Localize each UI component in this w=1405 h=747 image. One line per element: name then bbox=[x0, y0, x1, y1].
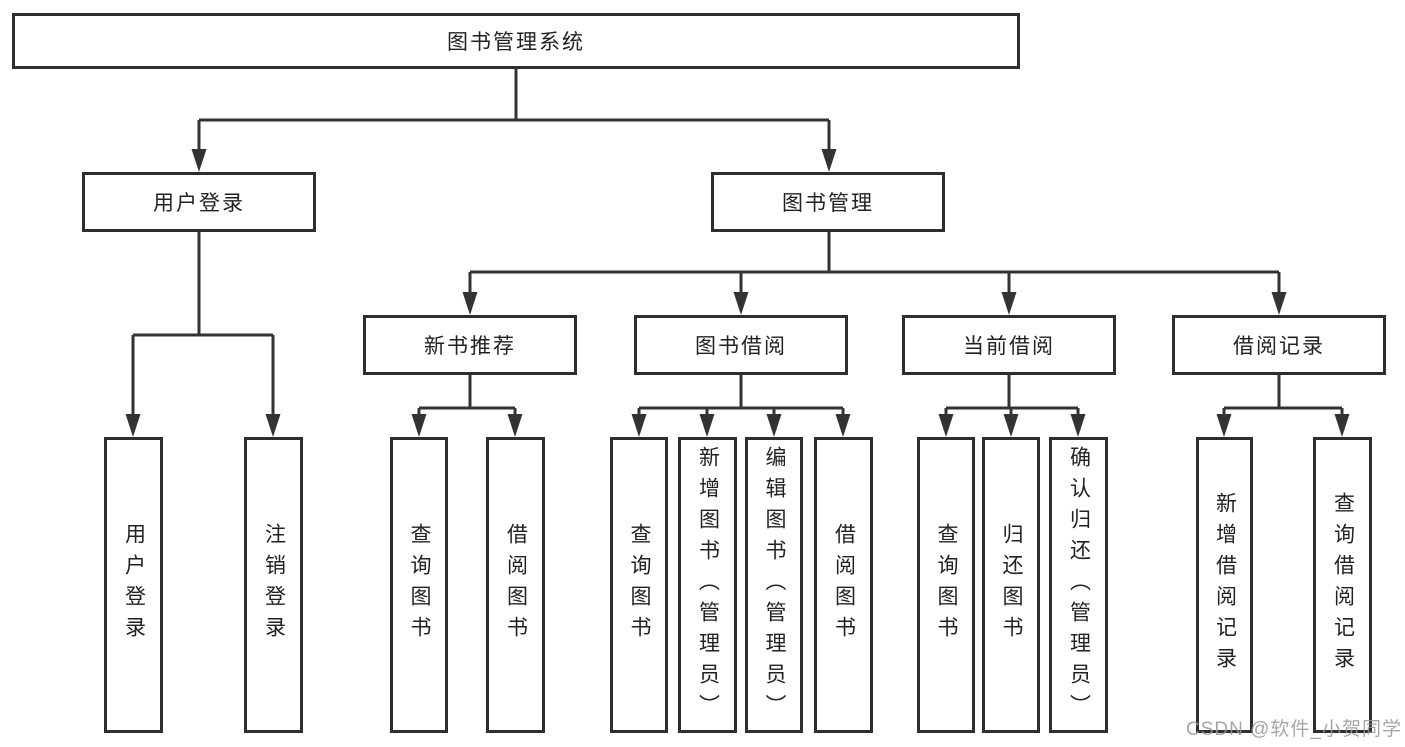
node-label: 新增借阅记录 bbox=[1213, 492, 1237, 678]
node-library-management-system: 图书管理系统 bbox=[12, 13, 1020, 69]
node-label: 新增图书（管理员） bbox=[696, 445, 720, 725]
node-borrow-records: 借阅记录 bbox=[1172, 315, 1386, 375]
node-leaf-borrow-books-recommend: 借阅图书 bbox=[486, 437, 545, 733]
node-label: 图书管理系统 bbox=[447, 31, 585, 54]
node-book-management: 图书管理 bbox=[711, 172, 945, 232]
node-label: 用户登录 bbox=[122, 523, 146, 647]
node-leaf-query-books-borrow: 查询图书 bbox=[610, 437, 668, 733]
node-leaf-return-books: 归还图书 bbox=[982, 437, 1040, 733]
node-new-book-recommend: 新书推荐 bbox=[363, 315, 577, 375]
node-leaf-user-login: 用户登录 bbox=[104, 437, 163, 733]
node-label: 归还图书 bbox=[1000, 523, 1023, 647]
node-label: 确认归还（管理员） bbox=[1067, 445, 1091, 725]
node-label: 查询图书 bbox=[935, 523, 958, 647]
node-user-login: 用户登录 bbox=[82, 172, 316, 232]
node-label: 当前借阅 bbox=[963, 335, 1055, 358]
node-label: 图书借阅 bbox=[695, 335, 787, 358]
node-leaf-edit-book-admin: 编辑图书（管理员） bbox=[745, 437, 803, 733]
node-label: 查询借阅记录 bbox=[1331, 492, 1355, 678]
node-label: 编辑图书（管理员） bbox=[763, 445, 786, 725]
node-leaf-query-books-recommend: 查询图书 bbox=[390, 437, 448, 733]
node-current-borrow: 当前借阅 bbox=[902, 315, 1116, 375]
node-label: 借阅记录 bbox=[1233, 335, 1325, 358]
node-leaf-logout: 注销登录 bbox=[244, 437, 303, 733]
node-label: 借阅图书 bbox=[504, 523, 528, 647]
node-label: 查询图书 bbox=[408, 523, 431, 647]
node-leaf-query-books-current: 查询图书 bbox=[917, 437, 975, 733]
node-label: 借阅图书 bbox=[832, 523, 856, 647]
node-leaf-borrow-books: 借阅图书 bbox=[814, 437, 873, 733]
node-leaf-query-borrow-record: 查询借阅记录 bbox=[1313, 437, 1372, 733]
node-book-borrow: 图书借阅 bbox=[634, 315, 848, 375]
watermark-text: CSDN @软件_小贺同学 bbox=[1186, 719, 1402, 740]
node-label: 新书推荐 bbox=[424, 335, 516, 358]
node-label: 图书管理 bbox=[782, 192, 874, 215]
node-leaf-add-borrow-record: 新增借阅记录 bbox=[1196, 437, 1253, 733]
node-leaf-add-book-admin: 新增图书（管理员） bbox=[678, 437, 737, 733]
node-leaf-confirm-return-admin: 确认归还（管理员） bbox=[1049, 437, 1108, 733]
node-label: 用户登录 bbox=[153, 192, 245, 215]
node-label: 查询图书 bbox=[628, 523, 651, 647]
node-label: 注销登录 bbox=[262, 523, 286, 647]
